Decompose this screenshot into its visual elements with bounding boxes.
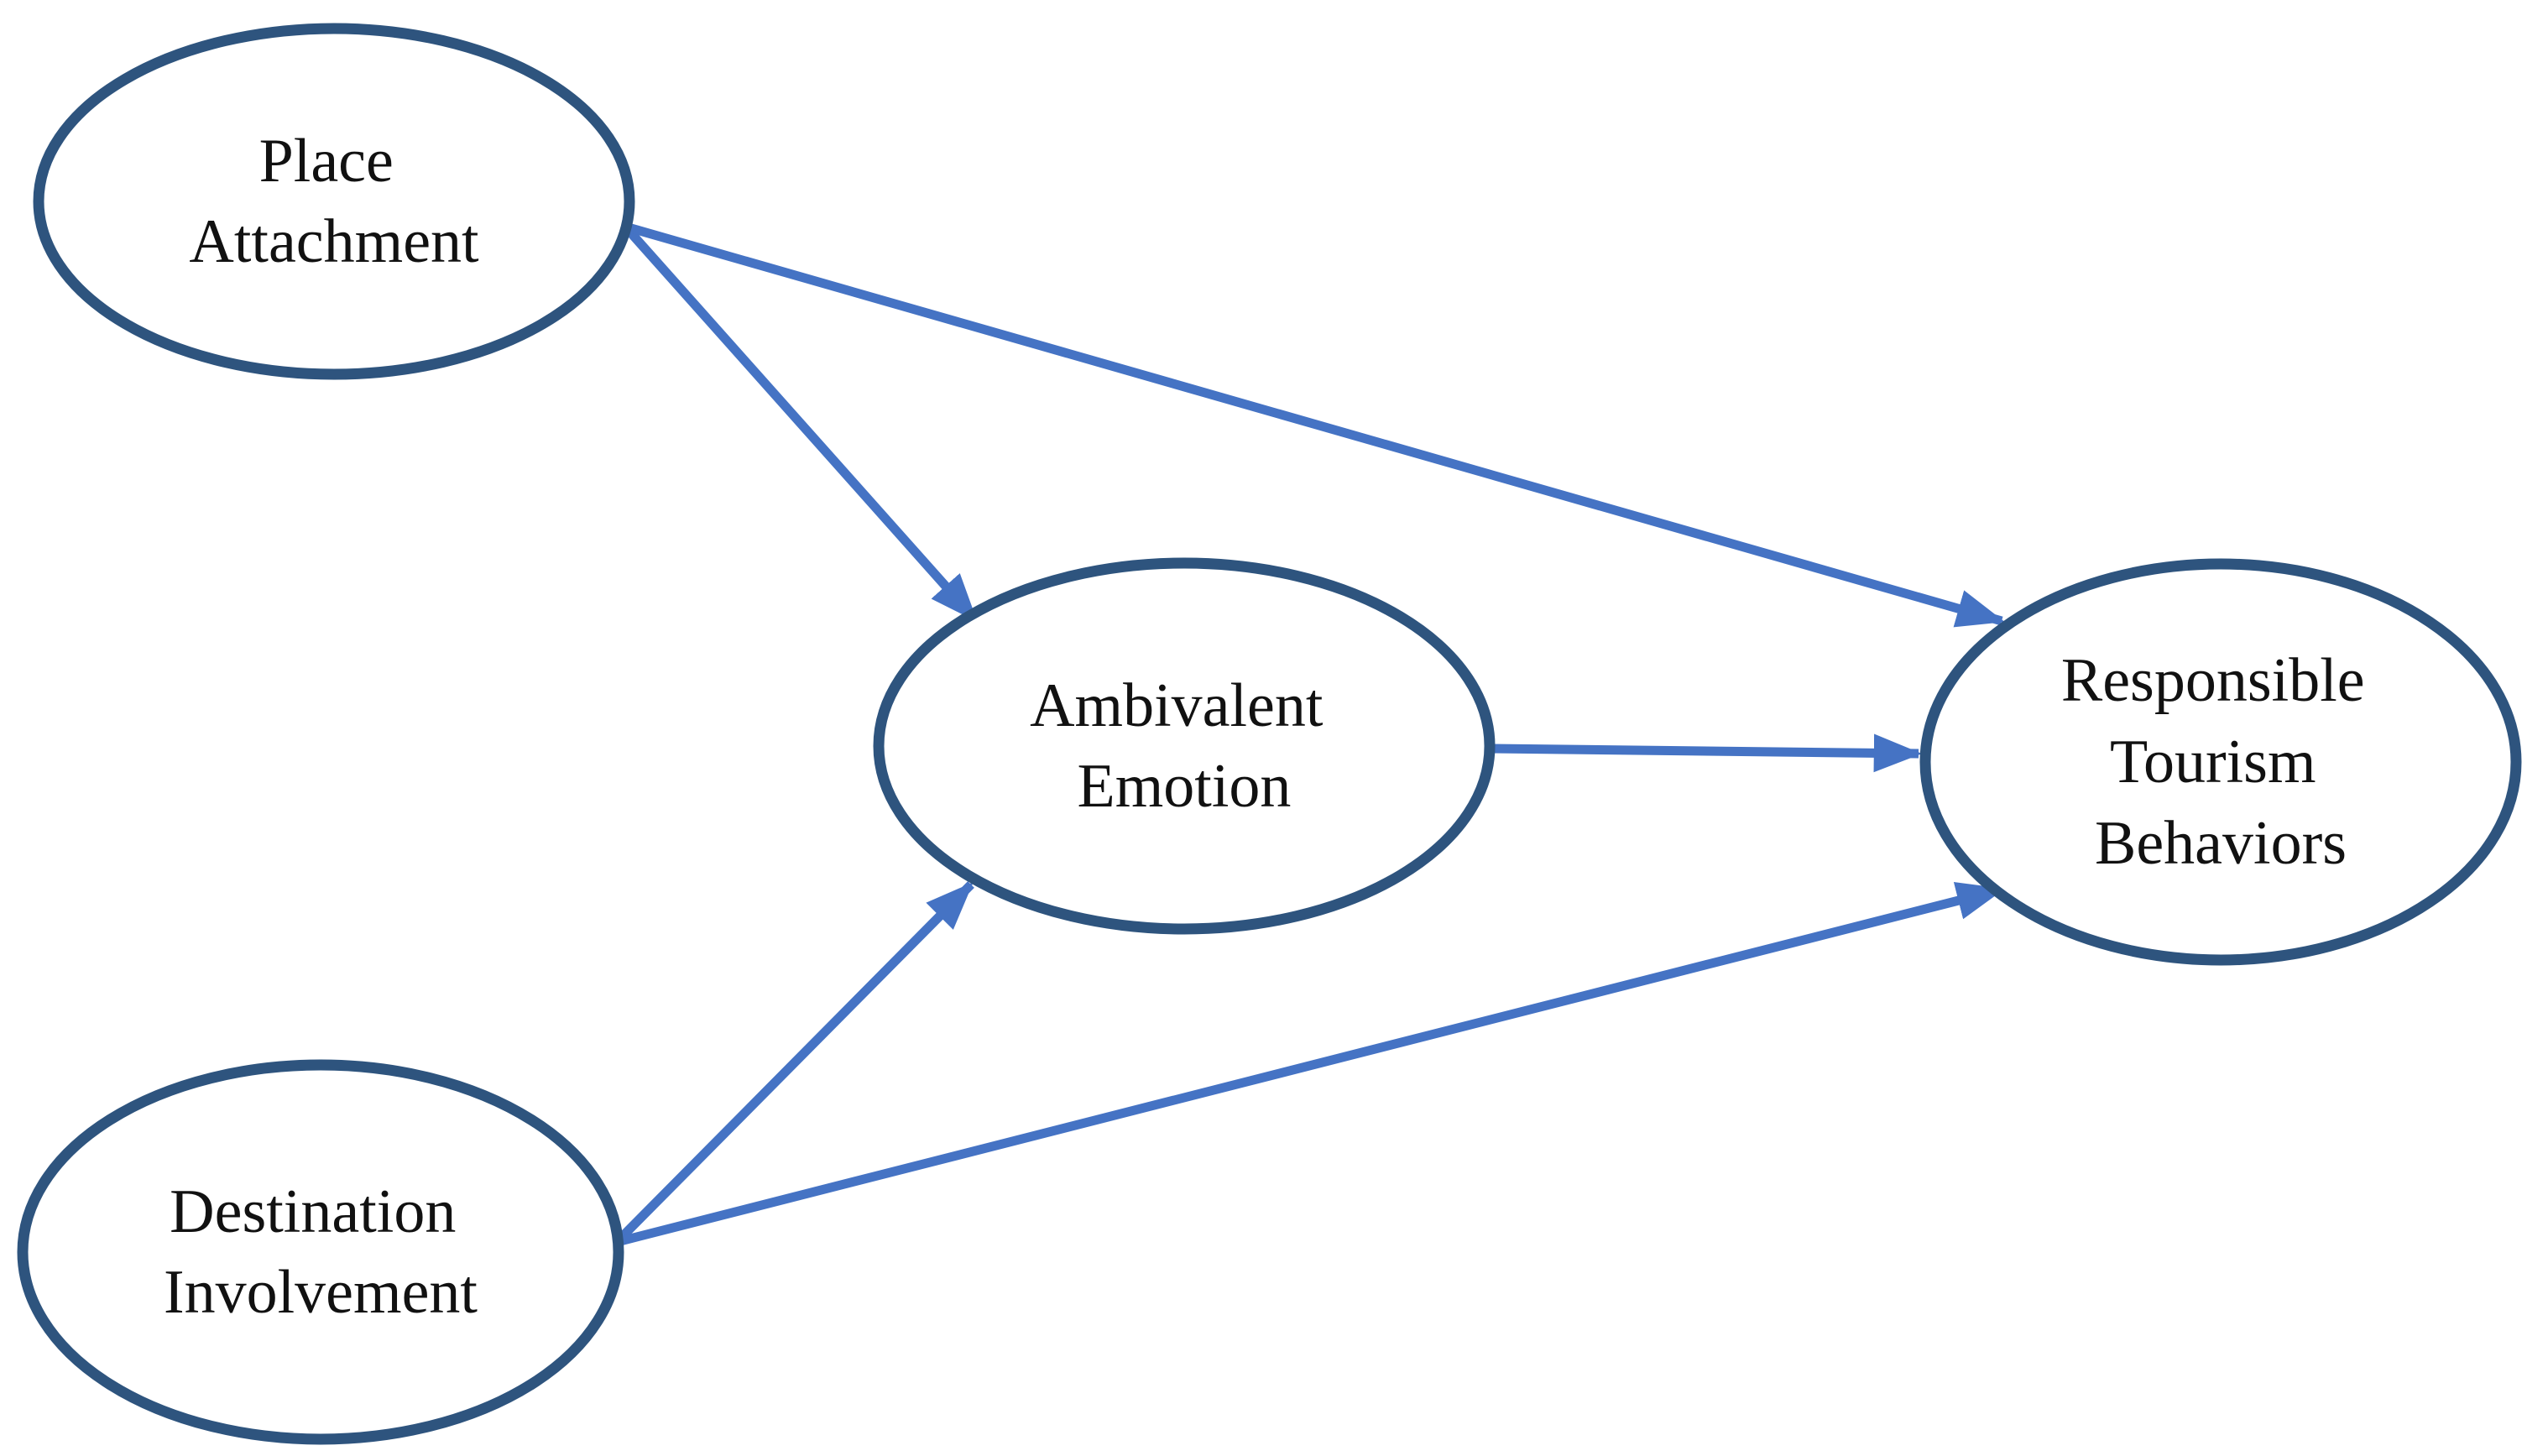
arrow-destination-involvement-to-responsible-tourism-behaviors: [615, 881, 2005, 1247]
responsible-tourism-behaviors-label: Responsible Tourism Behaviors: [2061, 626, 2380, 878]
label-line: Responsible: [2061, 646, 2365, 715]
responsible-tourism-behaviors-ellipse: [1919, 558, 2522, 966]
arrow-ambivalent-emotion-to-responsible-tourism-behaviors: [1490, 733, 1923, 773]
label-line: Emotion: [1078, 752, 1292, 821]
node-destination-involvement: Destination Involvement: [17, 1059, 624, 1445]
ambivalent-emotion-ellipse: [873, 557, 1496, 935]
label-line: Tourism: [2110, 728, 2316, 796]
destination-involvement-ellipse: [17, 1059, 624, 1445]
node-responsible-tourism-behaviors: Responsible Tourism Behaviors: [1919, 558, 2522, 966]
label-line: Attachment: [189, 207, 479, 276]
node-ambivalent-emotion: Ambivalent Emotion: [873, 557, 1496, 935]
arrow-place-attachment-to-ambivalent-emotion: [621, 223, 979, 623]
label-line: Ambivalent: [1030, 671, 1324, 740]
destination-involvement-label: Destination Involvement: [164, 1157, 478, 1327]
ambivalent-emotion-label: Ambivalent Emotion: [1030, 651, 1339, 821]
label-line: Place: [259, 127, 394, 196]
place-attachment-label: Place Attachment: [189, 107, 479, 276]
node-place-attachment: Place Attachment: [33, 23, 635, 380]
place-attachment-ellipse: [33, 23, 635, 380]
label-line: Destination: [170, 1177, 456, 1246]
label-line: Involvement: [164, 1258, 478, 1327]
arrow-place-attachment-to-responsible-tourism-behaviors: [624, 222, 2005, 628]
arrow-destination-involvement-to-ambivalent-emotion: [613, 881, 974, 1245]
label-line: Behaviors: [2095, 809, 2347, 878]
